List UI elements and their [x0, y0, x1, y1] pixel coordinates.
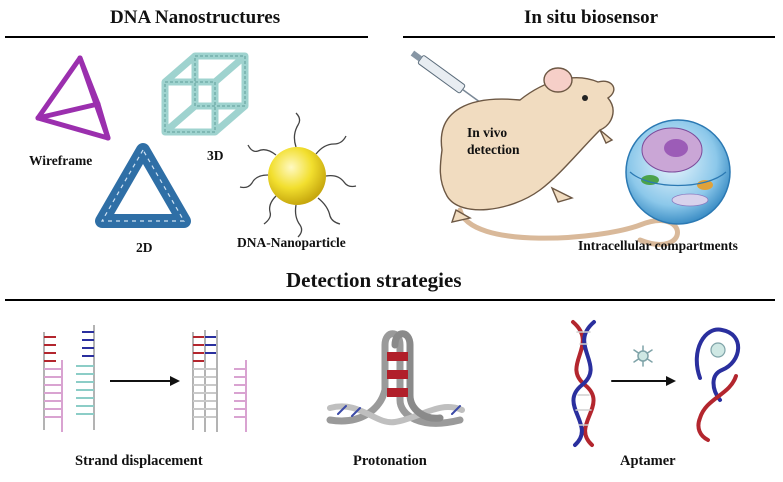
label-3d: 3D	[207, 148, 224, 163]
dna-triangle	[95, 143, 191, 228]
label-2d: 2D	[136, 240, 153, 255]
label-protonation: Protonation	[353, 453, 427, 469]
strand-displacement-diagram	[43, 325, 247, 432]
label-aptamer: Aptamer	[620, 453, 676, 469]
label-dna-nanoparticle: DNA-Nanoparticle	[237, 235, 346, 250]
wireframe-tetrahedron	[35, 55, 111, 141]
dna-cube	[161, 52, 249, 136]
mouse-illustration	[439, 67, 680, 247]
section-title-biosensor: In situ biosensor	[524, 7, 659, 28]
label-wireframe: Wireframe	[29, 153, 93, 168]
label-intracellular: Intracellular compartments	[578, 238, 738, 253]
section-title-strategies: Detection strategies	[286, 268, 462, 292]
section-title-nanostructures: DNA Nanostructures	[110, 7, 281, 28]
cell-illustration	[625, 119, 731, 225]
protonation-diagram	[326, 330, 465, 427]
label-detection: detection	[467, 142, 520, 157]
dna-nanoparticle	[239, 112, 357, 238]
label-in-vivo: In vivo	[467, 125, 508, 140]
label-strand-displacement: Strand displacement	[75, 453, 203, 469]
aptamer-diagram	[571, 320, 741, 447]
target-molecule-icon	[633, 345, 653, 367]
